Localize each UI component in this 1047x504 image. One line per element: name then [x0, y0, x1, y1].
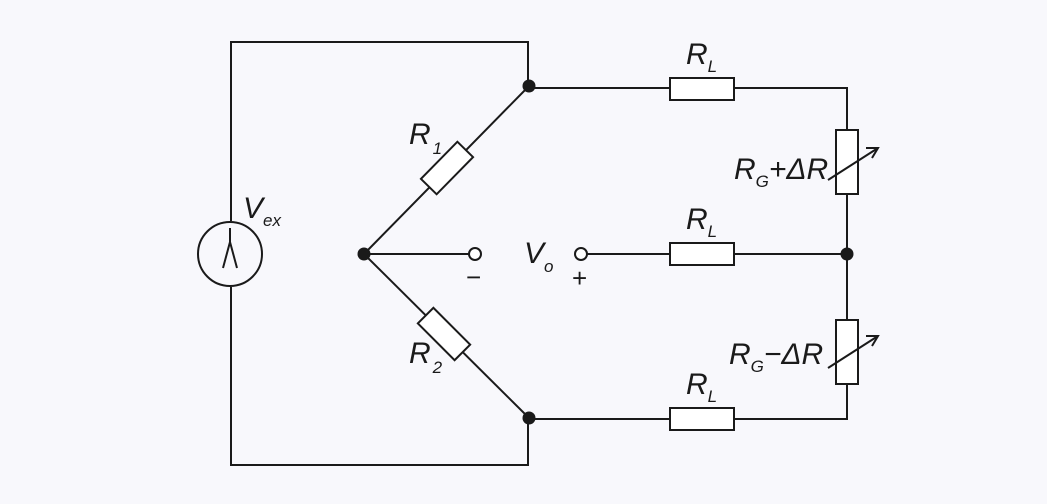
voltage-source-circle [197, 221, 263, 287]
label-plus-sign: + [572, 263, 587, 293]
variable-arrow-top-icon [827, 147, 879, 181]
resistor-rl-bottom [669, 407, 735, 431]
junction-node-bottom [522, 411, 536, 425]
label-rl-top: RL [686, 38, 717, 76]
gauge-top-body [835, 129, 859, 195]
gauge-bottom-body [835, 319, 859, 385]
label-v-o: Vo [524, 237, 553, 276]
voltage-source-arrow [222, 228, 238, 269]
wire-source-top [230, 41, 529, 221]
output-terminal-minus [468, 247, 482, 261]
voltage-source [197, 221, 263, 287]
resistor-rl-top [669, 77, 735, 101]
label-gauge-bottom: RG−ΔR [729, 338, 823, 376]
strain-gauge-bottom [827, 319, 880, 385]
label-minus-sign: − [466, 262, 481, 292]
label-rl-middle: RL [686, 203, 717, 241]
variable-arrowhead-top-icon [866, 147, 880, 159]
label-v-ex: Vex [243, 192, 281, 230]
variable-arrow-bottom-icon [827, 335, 879, 369]
wire-bottom-lead [529, 384, 848, 420]
resistor-rl-middle [669, 242, 735, 266]
junction-node-top [522, 79, 536, 93]
resistor-r1 [419, 140, 475, 196]
junction-node-left [357, 247, 371, 261]
label-gauge-top: RG+ΔR [734, 153, 828, 191]
junction-node-right [840, 247, 854, 261]
wire-top-lead [529, 87, 848, 130]
strain-gauge-top [827, 129, 880, 195]
output-terminal-plus [574, 247, 588, 261]
variable-arrowhead-bottom-icon [866, 335, 880, 347]
wire-source-bottom [230, 287, 529, 466]
label-rl-bottom: RL [686, 368, 717, 406]
resistor-r2 [416, 306, 472, 362]
